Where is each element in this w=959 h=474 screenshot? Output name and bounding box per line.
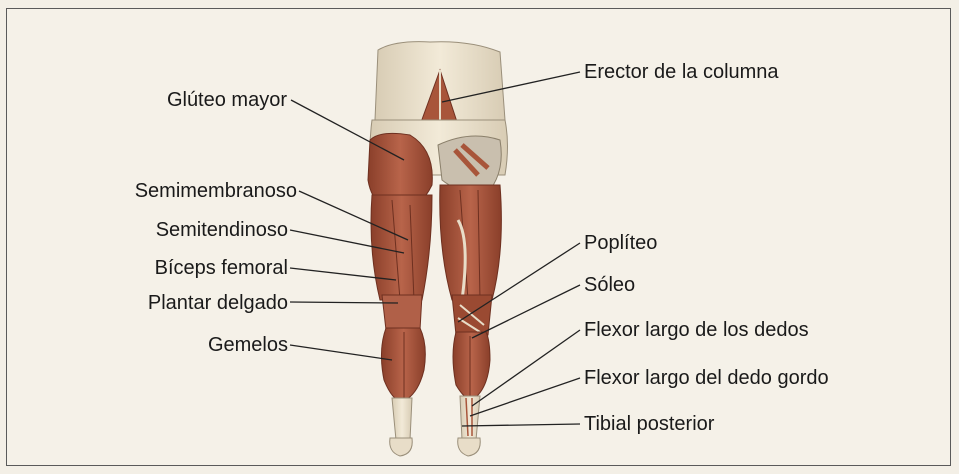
label-biceps-femoral: Bíceps femoral	[155, 257, 288, 279]
foot-right	[458, 438, 481, 456]
label-semimembranoso: Semimembranoso	[135, 180, 297, 202]
shin-left	[392, 398, 412, 440]
label-tibial-posterior: Tibial posterior	[584, 413, 714, 435]
calf-left	[381, 328, 425, 402]
label-gemelos: Gemelos	[208, 334, 288, 356]
calf-right	[453, 332, 490, 400]
label-gluteo-mayor: Glúteo mayor	[167, 89, 287, 111]
thigh-right	[440, 185, 502, 300]
label-flexor-largo-dedos: Flexor largo de los dedos	[584, 319, 809, 341]
thigh-left	[371, 195, 432, 300]
label-flexor-largo-dedo-gordo: Flexor largo del dedo gordo	[584, 367, 829, 389]
foot-left	[390, 438, 413, 456]
label-semitendinoso: Semitendinoso	[156, 219, 288, 241]
label-erector-columna: Erector de la columna	[584, 61, 779, 83]
knee-left	[382, 295, 422, 330]
label-plantar-delgado: Plantar delgado	[148, 292, 288, 314]
label-soleo: Sóleo	[584, 274, 635, 296]
label-popliteo: Poplíteo	[584, 232, 657, 254]
